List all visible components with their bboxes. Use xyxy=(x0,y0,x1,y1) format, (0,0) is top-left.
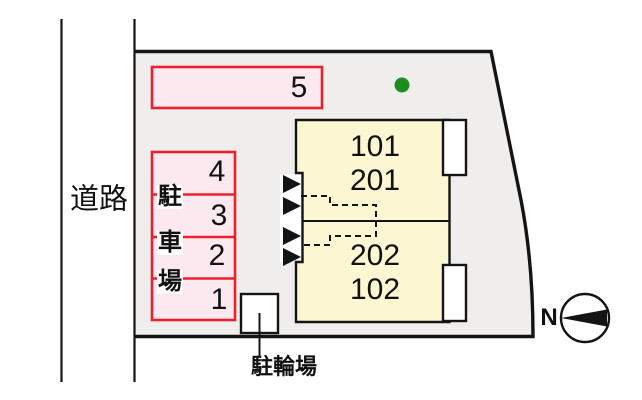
unit-201-label: 201 xyxy=(349,164,401,197)
unit-102-label: 102 xyxy=(349,273,401,306)
unit-202-label: 202 xyxy=(349,239,401,272)
parking-space-3-label: 3 xyxy=(210,199,228,232)
entrance-arrow-icon xyxy=(283,197,301,215)
bicycle-parking-label: 駐輪場 xyxy=(250,354,318,379)
road-label: 道路 xyxy=(69,183,129,216)
balcony-top xyxy=(441,118,468,177)
parking-lot-label-char-1: 駐 xyxy=(157,183,183,210)
unit-101-label: 101 xyxy=(349,130,401,163)
parking-space-2-label: 2 xyxy=(208,239,226,272)
route-dashed-line xyxy=(301,195,377,246)
parking-space-5-label: 5 xyxy=(290,71,308,104)
green-dot-marker xyxy=(394,77,410,93)
parking-lot-label-char-2: 車 xyxy=(157,229,183,256)
entrance-arrow-icon xyxy=(283,175,301,193)
parking-lot-label-char-3: 場 xyxy=(157,268,183,295)
parking-space-1-label: 1 xyxy=(210,283,228,316)
parking-space-5-box xyxy=(150,65,324,110)
parking-space-4-label: 4 xyxy=(208,155,226,188)
property-boundary xyxy=(134,49,535,339)
compass-north-label: N xyxy=(540,304,558,331)
compass-north-arrow-icon xyxy=(561,309,607,327)
balcony-bottom xyxy=(441,263,468,323)
entrance-arrow-icon xyxy=(283,248,301,266)
entrance-arrow-icon xyxy=(283,227,301,245)
